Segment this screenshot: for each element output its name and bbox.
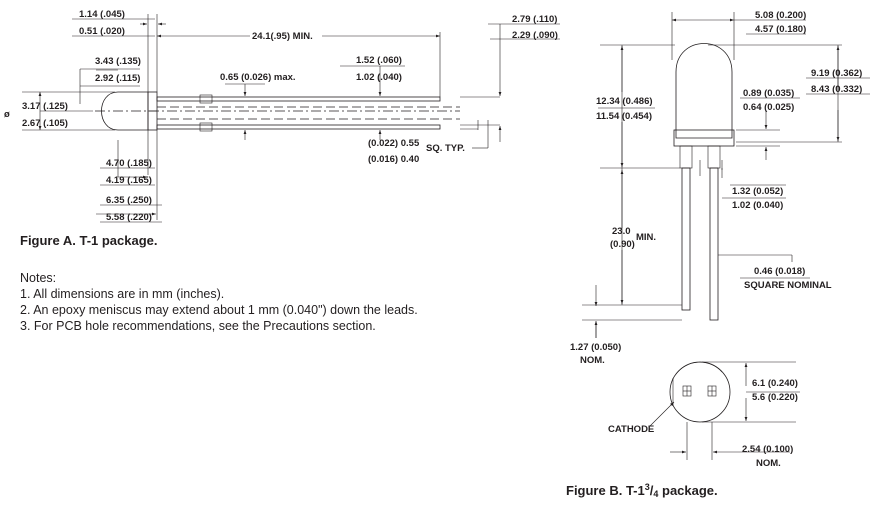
- t1-sq-max: (0.022) 0.55: [368, 138, 420, 149]
- t134-lead-mm: 23.0: [612, 226, 631, 237]
- note-item: 1. All dimensions are in mm (inches).: [20, 287, 225, 301]
- t1-dim-e-min: 4.19 (.165): [106, 175, 152, 186]
- t1-dim-b-max: 3.43 (.135): [95, 56, 141, 67]
- t1-diameter-max: 3.17 (.125): [22, 101, 68, 112]
- t134-dome: [675, 43, 733, 139]
- t134-body-max: 12.34 (0.486): [596, 96, 653, 107]
- t1-dim-f-max: 6.35 (.250): [106, 195, 152, 206]
- notes-heading: Notes:: [20, 271, 57, 285]
- t134-lead-in: (0.90): [610, 239, 635, 250]
- t1-sq-label: SQ. TYP.: [426, 143, 465, 154]
- figure-b-caption: Figure B. T-13/4 package.: [566, 482, 718, 499]
- t134-flange-dia-max: 6.1 (0.240): [752, 378, 798, 389]
- t134-flange-max: 0.89 (0.035): [743, 88, 794, 99]
- note-item: 3. For PCB hole recommendations, see the…: [20, 319, 376, 333]
- t1-dim-a-max: 1.14 (.045): [79, 9, 125, 20]
- t1-dim-c-max: 1.52 (.060): [356, 55, 402, 66]
- notes-block: Notes: 1. All dimensions are in mm (inch…: [20, 270, 418, 334]
- t1-dim-d-max: 2.79 (.110): [512, 14, 557, 25]
- cathode-label: CATHODE: [608, 424, 654, 435]
- figure-b-drawing: [582, 12, 870, 460]
- t1-dim-f-min: 5.58 (.220): [106, 212, 152, 223]
- t134-spacing-val: 2.54 (0.100): [742, 444, 793, 455]
- t1-lead-bottom: [156, 124, 441, 130]
- t1-dim-c-min: 1.02 (.040): [356, 72, 402, 83]
- t134-flange-min: 0.64 (0.025): [743, 102, 794, 113]
- t134-flange-dia-min: 5.6 (0.220): [752, 392, 798, 403]
- t134-sq-val: 0.46 (0.018): [754, 266, 805, 277]
- t134-body-min: 11.54 (0.454): [596, 111, 652, 122]
- t1-dim-b-min: 2.92 (.115): [95, 73, 140, 84]
- note-item: 2. An epoxy meniscus may extend about 1 …: [20, 303, 418, 317]
- t134-sq-label: SQUARE NOMINAL: [744, 280, 832, 291]
- figure-a-drawing: [22, 14, 560, 223]
- t134-lead-left: [681, 167, 691, 311]
- t134-pitch-val: 1.27 (0.050): [570, 342, 621, 353]
- t134-flange: [673, 129, 735, 147]
- t1-dim-a-min: 0.51 (.020): [79, 26, 125, 37]
- t1-lens-body: [101, 91, 149, 131]
- t1-lead-width: 0.65 (0.026) max.: [220, 72, 296, 83]
- t134-width-max: 5.08 (0.200): [755, 10, 806, 21]
- diameter-symbol: ø: [4, 109, 10, 120]
- t1-lead-top: [156, 96, 441, 102]
- t134-dome-min: 8.43 (0.332): [811, 84, 862, 95]
- t134-dome-max: 9.19 (0.362): [811, 68, 862, 79]
- t1-lead-length: 24.1(.95) MIN.: [252, 31, 313, 42]
- figure-a-caption: Figure A. T-1 package.: [20, 233, 158, 248]
- t134-lead-right: [709, 167, 719, 321]
- t1-sq-min: (0.016) 0.40: [368, 154, 419, 165]
- t134-mid-min: 1.02 (0.040): [732, 200, 783, 211]
- t134-spacing-nom: NOM.: [756, 458, 781, 469]
- t1-dim-e-max: 4.70 (.185): [106, 158, 152, 169]
- t1-diameter-min: 2.67 (.105): [22, 118, 68, 129]
- t1-dim-d-min: 2.29 (.090): [512, 30, 558, 41]
- t134-lead-min: MIN.: [636, 232, 656, 243]
- t134-pitch-nom: NOM.: [580, 355, 605, 366]
- t134-width-min: 4.57 (0.180): [755, 24, 806, 35]
- t134-mid-max: 1.32 (0.052): [732, 186, 783, 197]
